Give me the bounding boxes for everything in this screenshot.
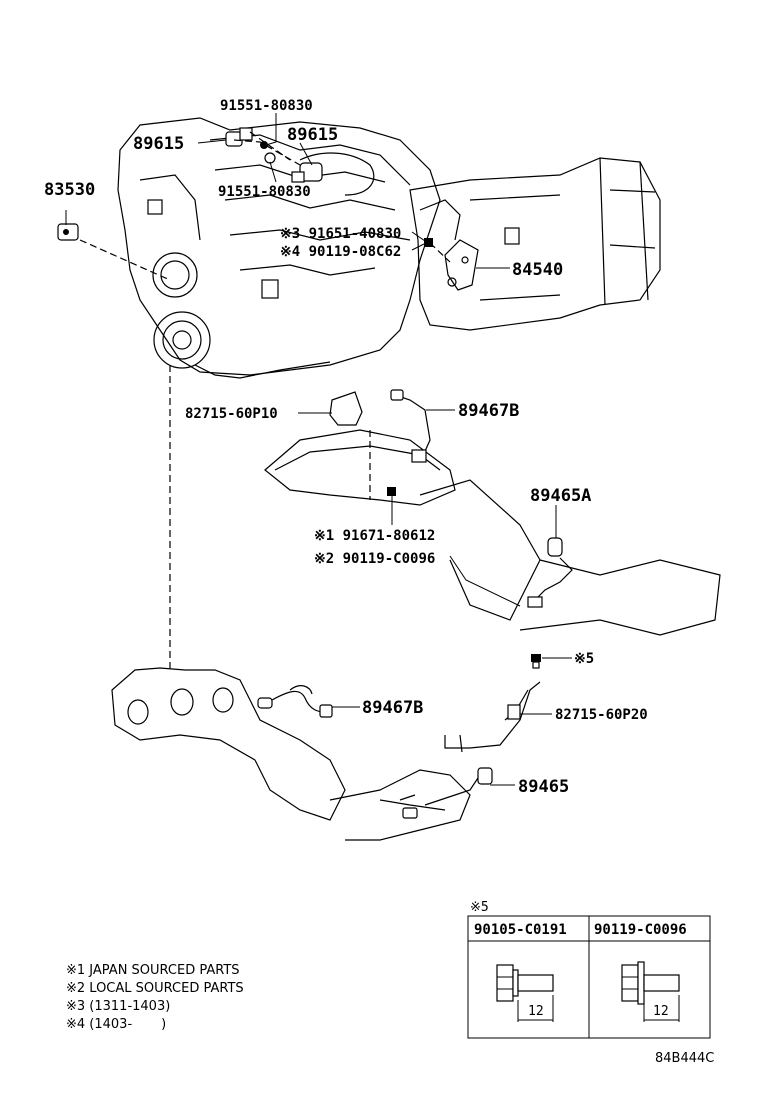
label-82715-60p10: 82715-60P10 xyxy=(185,406,278,422)
label-90119-c0096: ※2 90119-C0096 xyxy=(314,551,435,567)
bolt-table-col2-header: 90119-C0096 xyxy=(594,922,687,938)
label-91671-80612: ※1 91671-80612 xyxy=(314,528,435,544)
cam-sensor-89615-left xyxy=(225,127,253,147)
label-89467b-lower: 89467B xyxy=(362,698,423,718)
note-2: ※2 LOCAL SOURCED PARTS xyxy=(66,981,244,996)
bolt-table: ※5 90105-C0191 90119-C0096 12 xyxy=(467,900,711,1039)
label-89465a: 89465A xyxy=(530,486,591,506)
note-4: ※4 (1403- ) xyxy=(66,1017,166,1032)
bolt-90119-icon xyxy=(621,961,680,1022)
bolt-table-col1-header: 90105-C0191 xyxy=(474,922,567,938)
label-91551-bottom: 91551-80830 xyxy=(218,184,311,200)
label-89615-right: 89615 xyxy=(287,125,338,145)
figure-code: 84B444C xyxy=(655,1051,714,1066)
bolt-90105-icon xyxy=(496,964,554,1022)
label-84540: 84540 xyxy=(512,260,563,280)
label-82715-60p20: 82715-60P20 xyxy=(555,707,648,723)
bolt-91551-bottom xyxy=(264,152,276,164)
label-89467b-upper: 89467B xyxy=(458,401,519,421)
label-83530: 83530 xyxy=(44,180,95,200)
label-89465: 89465 xyxy=(518,777,569,797)
bolt-table-heading: ※5 xyxy=(470,900,489,915)
label-90119-08c62: ※4 90119-08C62 xyxy=(280,244,401,260)
label-91651-40830: ※3 91651-40830 xyxy=(280,226,401,242)
leader-lines xyxy=(65,113,572,786)
bolt-90119-dimension: 12 xyxy=(653,1004,669,1019)
note-3: ※3 (1311-1403) xyxy=(66,999,170,1014)
upper-exhaust-drawing xyxy=(169,365,721,672)
crank-sensor-83530 xyxy=(57,223,79,241)
label-91551-top: 91551-80830 xyxy=(220,98,313,114)
lower-exhaust-drawing xyxy=(111,654,541,841)
label-mark-5: ※5 xyxy=(574,651,594,667)
bolt-90105-dimension: 12 xyxy=(528,1004,544,1019)
note-1: ※1 JAPAN SOURCED PARTS xyxy=(66,963,240,978)
cam-sensor-89615-right xyxy=(291,162,323,183)
engine-assembly-drawing xyxy=(117,117,661,379)
label-89615-left: 89615 xyxy=(133,134,184,154)
